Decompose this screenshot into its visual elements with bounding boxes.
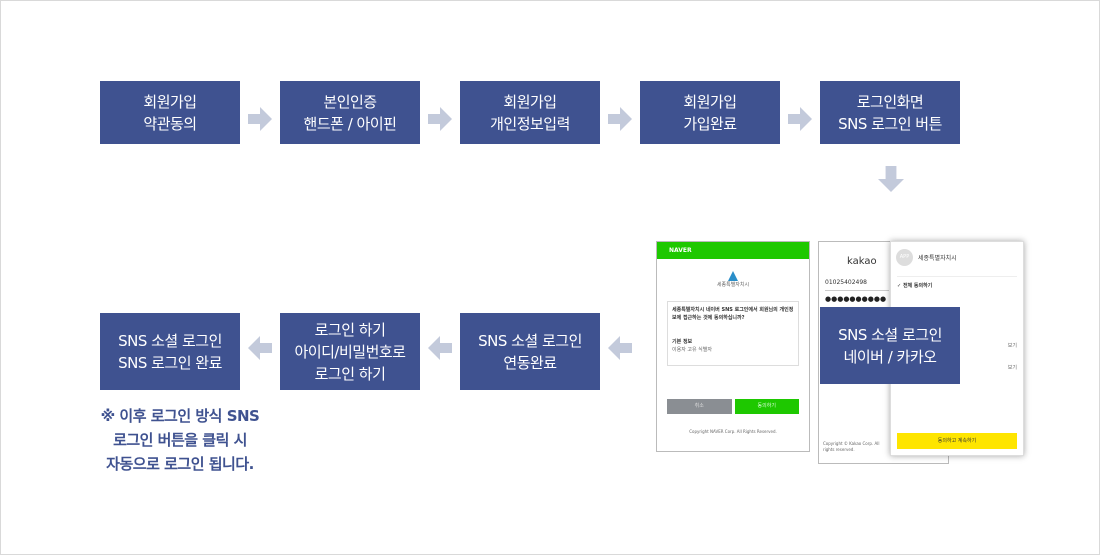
step-label: SNS 소셜 로그인 — [478, 331, 582, 350]
note-line: 자동으로 로그인 됩니다. — [106, 455, 254, 473]
step-label: 회원가입 — [503, 92, 557, 111]
step-label: SNS 소셜 로그인 — [838, 325, 942, 344]
step-label: 가입완료 — [683, 114, 737, 133]
sejong-logo: 세종특별자치시 — [657, 271, 809, 289]
org-name: 세종특별자치시 — [716, 282, 750, 288]
kakao-id-field[interactable]: 01025402498 — [825, 279, 889, 291]
view-link[interactable]: 보기 — [1007, 365, 1017, 371]
arrow-left-icon — [248, 336, 272, 360]
step-label: 약관동의 — [143, 114, 197, 133]
kakao-copyright: Copyright © Kakao Corp. All rights reser… — [823, 441, 880, 452]
step-label: SNS 로그인 완료 — [118, 353, 222, 372]
naver-logo: NAVER — [669, 247, 692, 254]
step-label: 아이디/비밀번호로 — [294, 342, 406, 361]
step-label: 개인정보입력 — [490, 114, 570, 133]
step-label: 네이버 / 카카오 — [843, 347, 937, 366]
naver-footer: Copyright NAVER Corp. All Rights Reserve… — [689, 429, 777, 434]
step-label: 로그인화면 — [856, 92, 924, 111]
naver-header: NAVER — [657, 242, 809, 259]
arrow-right-icon — [608, 107, 632, 131]
step-label: 연동완료 — [503, 353, 557, 372]
consent-box: 세종특별자치시 네이버 SNS 로그인에서 회원님의 개인정보에 접근하는 것에… — [667, 301, 799, 366]
kakao-continue-button[interactable]: 동의하고 계속하기 — [897, 433, 1017, 449]
app-icon: APP — [896, 249, 913, 266]
step-label: 로그인 하기 — [314, 320, 386, 339]
note-line: ※ 이후 로그인 방식 SNS — [100, 407, 260, 425]
naver-login-screenshot: NAVER 세종특별자치시 세종특별자치시 네이버 SNS 로그인에서 회원님의… — [656, 241, 810, 452]
kakao-logo: kakao — [847, 256, 877, 267]
arrow-left-icon — [428, 336, 452, 360]
step-label: 로그인 하기 — [314, 364, 386, 383]
arrow-left-icon — [608, 336, 632, 360]
step-label: SNS 로그인 버튼 — [838, 114, 942, 133]
consent-title: 세종특별자치시 네이버 SNS 로그인에서 회원님의 개인정보에 접근하는 것에… — [672, 307, 794, 321]
app-name: 세종특별자치시 — [918, 255, 957, 262]
step-label: 회원가입 — [683, 92, 737, 111]
step-label: 회원가입 — [143, 92, 197, 111]
basic-info-sub: 이용자 고유 식별자 — [672, 347, 712, 353]
arrow-right-icon — [428, 107, 452, 131]
view-link[interactable]: 보기 — [1007, 343, 1017, 349]
basic-info: 기본 정보 — [672, 339, 693, 345]
step-sns-login-button: 로그인화면 SNS 로그인 버튼 — [820, 81, 960, 144]
all-agree-checkbox[interactable]: ✓ 전체 동의하기 — [897, 276, 1017, 289]
step-label: SNS 소셜 로그인 — [118, 331, 222, 350]
kakao-password-field[interactable]: ●●●●●●●●●● — [825, 295, 887, 303]
arrow-right-icon — [788, 107, 812, 131]
step-label: 핸드폰 / 아이핀 — [303, 114, 397, 133]
arrow-right-icon — [248, 107, 272, 131]
auto-login-note: ※ 이후 로그인 방식 SNS 로그인 버튼을 클릭 시 자동으로 로그인 됩니… — [80, 404, 280, 476]
naver-agree-button[interactable]: 동의하기 — [734, 399, 799, 414]
naver-cancel-button[interactable]: 취소 — [667, 399, 732, 414]
note-line: 로그인 버튼을 클릭 시 — [113, 431, 247, 449]
step-sns-login-complete: SNS 소셜 로그인 SNS 로그인 완료 — [100, 313, 240, 390]
all-agree-label: 전체 동의하기 — [902, 283, 933, 289]
arrow-down-icon — [878, 166, 904, 192]
step-label: 본인인증 — [323, 92, 377, 111]
